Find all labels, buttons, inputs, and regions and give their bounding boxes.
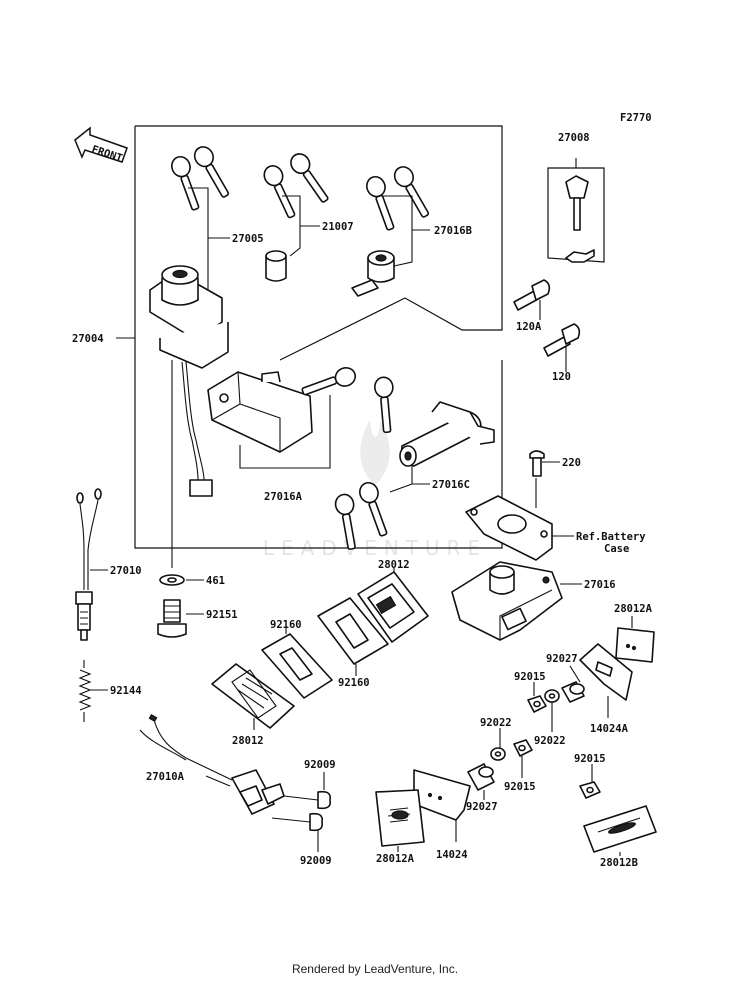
key-set-27016b bbox=[366, 166, 430, 231]
gasket-92160-b bbox=[317, 597, 389, 665]
label-92009-a: 92009 bbox=[304, 759, 336, 771]
bolt-120 bbox=[543, 323, 581, 357]
figure-code: F2770 bbox=[620, 112, 652, 124]
switch-27010a bbox=[139, 713, 285, 815]
reflector-28012a-right bbox=[615, 627, 655, 663]
key-blank-27008 bbox=[547, 158, 605, 263]
lock-27016 bbox=[451, 561, 563, 641]
label-92027-a: 92027 bbox=[546, 653, 578, 665]
lock-cylinder-27016c bbox=[399, 401, 495, 467]
key-set-27005 bbox=[171, 146, 230, 211]
label-28012a-right: 28012A bbox=[614, 603, 653, 615]
label-ref-battery: Ref.Battery bbox=[576, 531, 646, 543]
washer-92022-b bbox=[544, 689, 560, 703]
label-92009-b: 92009 bbox=[300, 855, 332, 867]
washer-92022-a bbox=[490, 747, 506, 761]
label-21007: 21007 bbox=[322, 221, 354, 233]
label-92160-b: 92160 bbox=[338, 677, 370, 689]
lock-housing-27016a bbox=[207, 371, 313, 453]
gasket-92160-a bbox=[261, 633, 333, 699]
label-27016b: 27016B bbox=[434, 225, 472, 237]
washer-461 bbox=[159, 574, 185, 586]
nut-92015-b bbox=[513, 739, 533, 757]
pad-28012-left bbox=[211, 663, 295, 729]
bracket-14024a bbox=[579, 643, 633, 701]
label-461: 461 bbox=[206, 575, 225, 587]
reflector-28012b bbox=[583, 805, 657, 853]
key-set-27016c bbox=[334, 481, 388, 550]
label-92015-c: 92015 bbox=[574, 753, 606, 765]
spring-92144 bbox=[78, 660, 92, 722]
label-ref-case: Case bbox=[604, 543, 629, 555]
key-set-21007 bbox=[263, 153, 329, 219]
label-14024: 14024 bbox=[436, 849, 468, 861]
label-92015-b: 92015 bbox=[504, 781, 536, 793]
label-27016c: 27016C bbox=[432, 479, 470, 491]
screw-92009-b bbox=[271, 812, 324, 832]
label-120a: 120A bbox=[516, 321, 542, 333]
assembly-frame bbox=[134, 125, 503, 549]
footer-credit: Rendered by LeadVenture, Inc. bbox=[291, 962, 459, 976]
label-27010a: 27010A bbox=[146, 771, 185, 783]
bolt-120a bbox=[513, 279, 551, 311]
pad-28012-top bbox=[357, 571, 429, 643]
label-27008: 27008 bbox=[558, 132, 590, 144]
label-92160-a: 92160 bbox=[270, 619, 302, 631]
label-92144: 92144 bbox=[110, 685, 142, 697]
label-92027-b: 92027 bbox=[466, 801, 498, 813]
nut-92015-c bbox=[579, 781, 601, 799]
label-27016: 27016 bbox=[584, 579, 616, 591]
front-arrow-icon: FRONT bbox=[74, 126, 128, 165]
nut-92015-a bbox=[527, 695, 547, 713]
switch-27010 bbox=[75, 488, 102, 641]
label-120: 120 bbox=[552, 371, 571, 383]
label-28012-top: 28012 bbox=[378, 559, 410, 571]
label-14024a: 14024A bbox=[590, 723, 629, 735]
bracket-14024 bbox=[413, 769, 471, 821]
spacer-92027-a bbox=[561, 681, 585, 703]
bracket-ref-battery-case bbox=[465, 495, 553, 561]
label-92022-a: 92022 bbox=[480, 717, 512, 729]
screw-220 bbox=[529, 450, 545, 477]
label-92015-a: 92015 bbox=[514, 671, 546, 683]
label-27005: 27005 bbox=[232, 233, 264, 245]
seat-lock-27016b bbox=[351, 250, 395, 297]
label-27010: 27010 bbox=[110, 565, 142, 577]
spacer-92027-b bbox=[467, 763, 495, 791]
label-28012a-bottom: 28012A bbox=[376, 853, 415, 865]
key-cylinder-21007 bbox=[265, 250, 287, 282]
label-92151: 92151 bbox=[206, 609, 238, 621]
label-28012-left: 28012 bbox=[232, 735, 264, 747]
screw-92009-a bbox=[283, 790, 332, 810]
reflector-28012a-bottom bbox=[375, 789, 425, 847]
label-92022-b: 92022 bbox=[534, 735, 566, 747]
ignition-switch-27004 bbox=[149, 265, 229, 497]
bolt-92151 bbox=[157, 599, 187, 638]
label-27016a: 27016A bbox=[264, 491, 303, 503]
label-220: 220 bbox=[562, 457, 581, 469]
key-set-27016a bbox=[301, 367, 394, 434]
label-28012b: 28012B bbox=[600, 857, 638, 869]
label-27004: 27004 bbox=[72, 333, 104, 345]
